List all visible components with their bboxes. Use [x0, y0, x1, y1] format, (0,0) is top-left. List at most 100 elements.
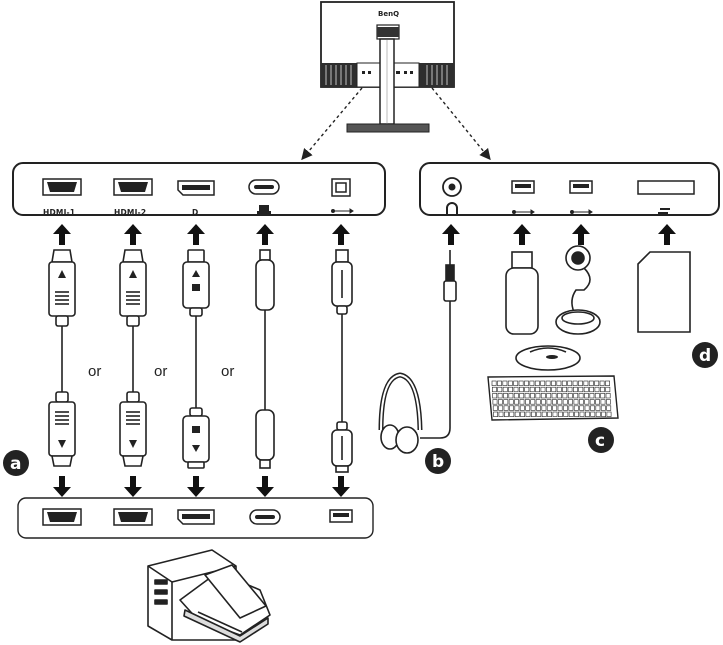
keyboard-key: [513, 380, 519, 386]
keyboard-key: [584, 411, 590, 417]
keyboard-key: [567, 380, 573, 386]
keyboard-icon: [487, 375, 619, 421]
keyboard-key: [530, 399, 536, 405]
usb-flash-drive-icon: [505, 251, 539, 335]
keyboard-key: [561, 380, 567, 386]
keyboard-key: [547, 411, 552, 417]
usb-a-port-icon: [511, 180, 535, 215]
keyboard-key: [497, 380, 502, 386]
svg-text:d: d: [699, 346, 711, 366]
badge-c: c: [588, 427, 614, 453]
keyboard-key: [503, 393, 508, 399]
keyboard-key: [492, 405, 498, 411]
keyboard-key: [567, 386, 573, 393]
keyboard-key: [541, 405, 547, 411]
keyboard-key: [524, 399, 530, 405]
keyboard-key: [594, 380, 600, 386]
keyboard-key: [514, 411, 520, 417]
keyboard-key: [600, 399, 606, 405]
keyboard-key: [503, 411, 509, 417]
keyboard-key: [540, 386, 546, 393]
usb-a-port-icon: [569, 180, 593, 215]
keyboard-key: [520, 411, 525, 417]
badge-a: a: [3, 450, 29, 476]
keyboard-key: [524, 393, 530, 399]
keyboard-key: [540, 380, 546, 386]
keyboard-key: [498, 405, 504, 411]
usb-b-port-icon: [331, 178, 354, 214]
keyboard-key: [589, 393, 595, 399]
keyboard-key: [525, 411, 531, 417]
monitor-icon: BenQ: [320, 1, 455, 133]
keyboard-key: [563, 411, 569, 417]
displayport-label: D: [192, 208, 198, 217]
headphone-icon: [378, 250, 457, 454]
keyboard-key: [502, 380, 508, 386]
keyboard-key: [584, 405, 590, 411]
keyboard-key: [502, 386, 508, 393]
keyboard-key: [493, 411, 498, 417]
keyboard-key: [508, 386, 513, 393]
svg-text:b: b: [432, 452, 444, 472]
keyboard-key: [525, 405, 531, 411]
keyboard-key: [541, 411, 547, 417]
keyboard-key: [589, 386, 594, 393]
pc-usb-c-port-icon: [249, 509, 281, 525]
keyboard-key: [545, 386, 551, 393]
keyboard-key: [578, 386, 584, 393]
keyboard-key: [562, 386, 567, 393]
badge-b: b: [425, 448, 451, 474]
keyboard-key: [552, 411, 558, 417]
pc-usb-a-port-icon: [329, 509, 353, 523]
keyboard-key: [551, 386, 557, 393]
keyboard-key: [567, 393, 573, 399]
keyboard-key: [595, 405, 601, 411]
keyboard-key: [530, 393, 535, 399]
svg-text:a: a: [10, 454, 21, 474]
keyboard-key: [578, 393, 584, 399]
or-label-1: or: [88, 363, 101, 380]
keyboard-key: [594, 386, 600, 393]
pc-displayport-port-icon: [177, 509, 215, 525]
input-arrows-right: [442, 224, 676, 245]
keyboard-key: [590, 411, 596, 417]
keyboard-key: [491, 380, 497, 386]
keyboard-key: [579, 411, 585, 417]
hdmi-cable-icon: [48, 249, 76, 467]
keyboard-key: [545, 380, 551, 386]
left-port-panel: HDMI-1 HDMI-2 D: [12, 162, 386, 217]
keyboard-key: [497, 399, 503, 405]
keyboard-key: [513, 386, 519, 393]
keyboard-key: [600, 393, 606, 399]
keyboard-key: [503, 405, 509, 411]
keyboard-key: [595, 411, 601, 417]
svg-text:c: c: [595, 431, 605, 451]
keyboard-key: [583, 386, 589, 393]
keyboard-key: [524, 380, 529, 386]
keyboard-key: [584, 393, 589, 399]
keyboard-key: [563, 405, 568, 411]
keyboard-key: [605, 380, 610, 386]
keyboard-key: [590, 405, 595, 411]
keyboard-key: [557, 405, 563, 411]
badge-d: d: [692, 342, 718, 368]
keyboard-key: [546, 405, 552, 411]
keyboard-key: [551, 393, 557, 399]
keyboard-key: [519, 405, 525, 411]
or-label-3: or: [221, 363, 234, 380]
keyboard-key: [572, 380, 578, 386]
keyboard-key: [584, 399, 590, 405]
keyboard-key: [535, 393, 541, 399]
keyboard-key: [551, 380, 556, 386]
pc-hdmi-port-icon: [42, 508, 82, 526]
keyboard-key: [574, 411, 579, 417]
input-arrows-left: [53, 224, 350, 245]
mouse-icon: [515, 345, 581, 371]
keyboard-key: [530, 411, 536, 417]
computer-icon: [147, 549, 271, 643]
keyboard-key: [573, 399, 579, 405]
displayport-port-icon: [177, 180, 215, 196]
keyboard-key: [524, 386, 530, 393]
usb-cable-icon: [331, 249, 353, 473]
